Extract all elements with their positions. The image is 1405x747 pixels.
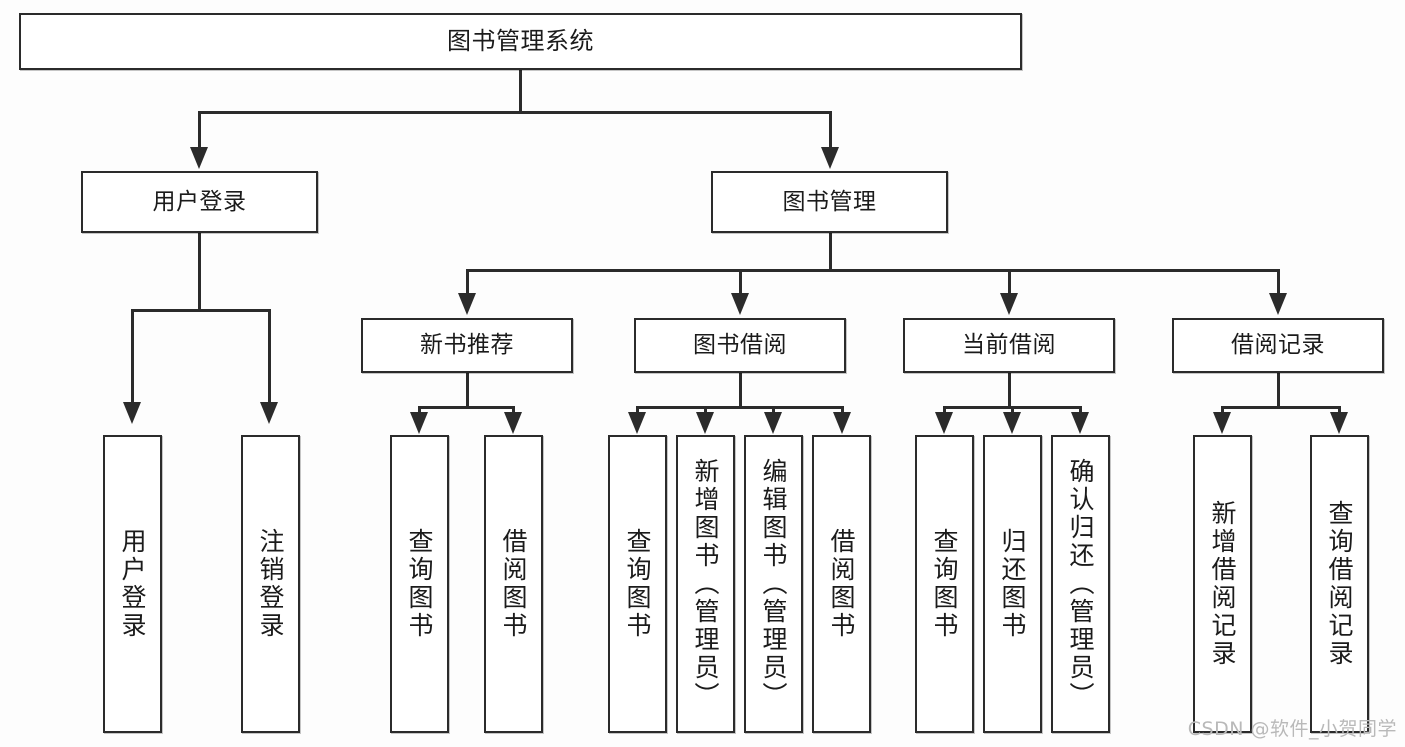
- node-leaf-query-record[interactable]: 查询借阅记录: [1310, 435, 1369, 733]
- arrow-to-book-management: [821, 147, 839, 169]
- node-leaf-add-book-label: 新增图书（管理员）: [691, 458, 720, 710]
- node-leaf-query-book-1[interactable]: 查询图书: [390, 435, 449, 733]
- node-book-management-label: 图书管理: [782, 188, 877, 215]
- arrow-leaf-borrow-book-2: [833, 412, 851, 434]
- node-root[interactable]: 图书管理系统: [19, 13, 1022, 70]
- node-leaf-edit-book-label: 编辑图书（管理员）: [759, 458, 788, 710]
- arrow-leaf-add-book: [696, 412, 714, 434]
- connector-new-book-right: [512, 406, 515, 414]
- connector-book-borrow-c3: [772, 406, 775, 414]
- node-leaf-user-login-label: 用户登录: [118, 528, 147, 640]
- node-leaf-query-book-3[interactable]: 查询图书: [915, 435, 974, 733]
- connector-borrow-record-stem: [1277, 373, 1280, 408]
- node-leaf-add-record[interactable]: 新增借阅记录: [1193, 435, 1252, 733]
- arrow-to-user-login: [190, 147, 208, 169]
- node-borrow-record[interactable]: 借阅记录: [1172, 318, 1384, 373]
- connector-new-book-left: [418, 406, 421, 414]
- node-book-management[interactable]: 图书管理: [711, 171, 948, 233]
- node-new-book-recommend-label: 新书推荐: [420, 332, 514, 359]
- node-leaf-user-logout-label: 注销登录: [256, 528, 285, 640]
- connector-book-borrow-stem: [739, 373, 742, 408]
- connector-current-borrow-c1: [943, 406, 946, 414]
- node-leaf-query-book-3-label: 查询图书: [930, 528, 959, 640]
- connector-to-user-login: [198, 111, 201, 149]
- node-root-label: 图书管理系统: [447, 26, 594, 55]
- node-leaf-query-book-1-label: 查询图书: [405, 528, 434, 640]
- arrow-to-current-borrow: [1000, 293, 1018, 315]
- connector-level2-bus: [198, 111, 831, 114]
- connector-to-new-book-recommend: [466, 269, 469, 295]
- node-leaf-borrow-book-2-label: 借阅图书: [827, 528, 856, 640]
- node-leaf-borrow-book-1[interactable]: 借阅图书: [484, 435, 543, 733]
- node-borrow-record-label: 借阅记录: [1231, 332, 1325, 359]
- connector-user-login-left: [131, 309, 134, 404]
- node-user-login-label: 用户登录: [152, 188, 247, 215]
- arrow-leaf-confirm-return: [1071, 412, 1089, 434]
- connector-level3-bus: [466, 269, 1279, 272]
- connector-book-borrow-bus: [636, 406, 844, 409]
- node-book-borrow[interactable]: 图书借阅: [634, 318, 846, 373]
- connector-to-book-management: [829, 111, 832, 149]
- arrow-leaf-query-book-2: [628, 412, 646, 434]
- connector-root-stem: [519, 70, 522, 112]
- node-user-login[interactable]: 用户登录: [81, 171, 318, 233]
- node-leaf-query-book-2-label: 查询图书: [623, 528, 652, 640]
- node-leaf-confirm-return[interactable]: 确认归还（管理员）: [1051, 435, 1110, 733]
- node-current-borrow-label: 当前借阅: [962, 332, 1056, 359]
- arrow-leaf-query-book-3: [935, 412, 953, 434]
- connector-borrow-record-bus: [1221, 406, 1340, 409]
- connector-to-current-borrow: [1008, 269, 1011, 295]
- connector-user-login-right: [268, 309, 271, 404]
- node-leaf-return-book[interactable]: 归还图书: [983, 435, 1042, 733]
- connector-borrow-record-right: [1338, 406, 1341, 414]
- connector-user-login-stem: [198, 233, 201, 311]
- arrow-leaf-query-book-1: [410, 412, 428, 434]
- arrow-leaf-return-book: [1003, 412, 1021, 434]
- arrow-leaf-user-logout: [260, 402, 278, 424]
- node-leaf-return-book-label: 归还图书: [998, 528, 1027, 640]
- connector-to-borrow-record: [1277, 269, 1280, 295]
- connector-current-borrow-c3: [1079, 406, 1082, 414]
- connector-book-borrow-c4: [841, 406, 844, 414]
- connector-user-login-bus: [131, 309, 270, 312]
- node-leaf-confirm-return-label: 确认归还（管理员）: [1066, 458, 1095, 710]
- watermark-text: CSDN @软件_小贺同学: [1187, 718, 1397, 740]
- node-leaf-edit-book[interactable]: 编辑图书（管理员）: [744, 435, 803, 733]
- node-leaf-borrow-book-2[interactable]: 借阅图书: [812, 435, 871, 733]
- connector-book-borrow-c1: [636, 406, 639, 414]
- arrow-to-new-book-recommend: [458, 293, 476, 315]
- node-leaf-user-logout[interactable]: 注销登录: [241, 435, 300, 733]
- arrow-leaf-query-record: [1330, 412, 1348, 434]
- connector-book-management-stem: [829, 233, 832, 271]
- node-leaf-borrow-book-1-label: 借阅图书: [499, 528, 528, 640]
- connector-book-borrow-c2: [704, 406, 707, 414]
- connector-current-borrow-stem: [1008, 373, 1011, 408]
- node-leaf-user-login[interactable]: 用户登录: [103, 435, 162, 733]
- node-book-borrow-label: 图书借阅: [693, 332, 787, 359]
- connector-new-book-bus: [418, 406, 515, 409]
- connector-new-book-stem: [466, 373, 469, 408]
- arrow-leaf-borrow-book-1: [504, 412, 522, 434]
- node-leaf-query-record-label: 查询借阅记录: [1325, 500, 1354, 668]
- node-current-borrow[interactable]: 当前借阅: [903, 318, 1115, 373]
- node-leaf-add-book[interactable]: 新增图书（管理员）: [676, 435, 735, 733]
- arrow-leaf-add-record: [1213, 412, 1231, 434]
- connector-borrow-record-left: [1221, 406, 1224, 414]
- arrow-to-borrow-record: [1269, 293, 1287, 315]
- node-new-book-recommend[interactable]: 新书推荐: [361, 318, 573, 373]
- arrow-leaf-edit-book: [764, 412, 782, 434]
- connector-to-book-borrow: [739, 269, 742, 295]
- arrow-leaf-user-login: [123, 402, 141, 424]
- node-leaf-add-record-label: 新增借阅记录: [1208, 500, 1237, 668]
- arrow-to-book-borrow: [731, 293, 749, 315]
- connector-current-borrow-c2: [1011, 406, 1014, 414]
- node-leaf-query-book-2[interactable]: 查询图书: [608, 435, 667, 733]
